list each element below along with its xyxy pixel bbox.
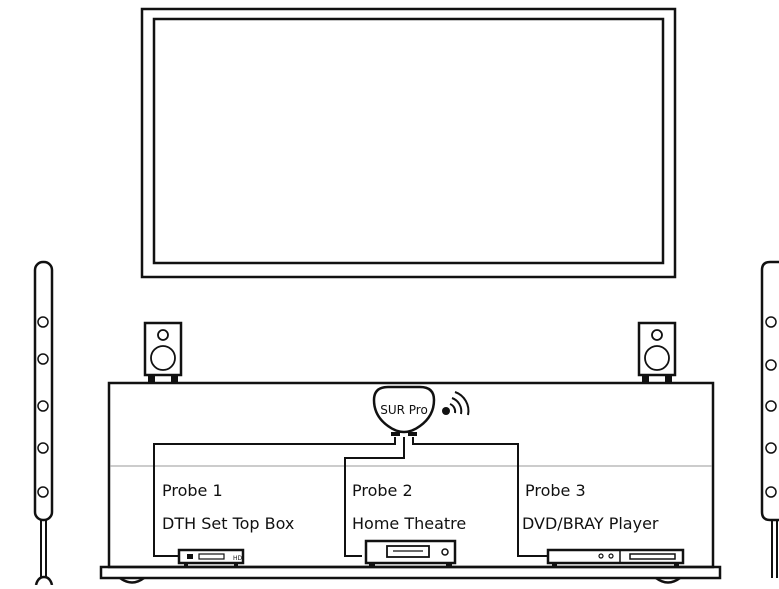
right-tower-driver <box>766 317 776 327</box>
television <box>142 9 675 277</box>
cabinet-base-plate <box>101 567 720 578</box>
right-bookshelf-woofer <box>645 346 669 370</box>
probe-1-device-label: DTH Set Top Box <box>162 516 294 532</box>
right-tower-driver <box>766 401 776 411</box>
dvd-player-disc-tray <box>630 554 675 559</box>
right-tower-speaker <box>762 262 779 578</box>
dvd-player-body <box>548 550 683 563</box>
home-theatre-unit <box>366 541 455 567</box>
hub-port <box>391 432 400 436</box>
right-tower-driver <box>766 487 776 497</box>
wifi-dot <box>442 407 450 415</box>
left-tower-base <box>36 577 52 585</box>
right-tower-body <box>762 262 779 520</box>
left-tower-driver <box>38 487 48 497</box>
right-tower-driver <box>766 443 776 453</box>
left-tower-driver <box>38 354 48 364</box>
probe-2-label: Probe 2 <box>352 483 413 499</box>
probe-2-device-label: Home Theatre <box>352 516 466 532</box>
right-bookshelf-foot <box>665 375 672 382</box>
dvd-player-button <box>599 554 603 558</box>
left-tower-speaker <box>35 262 52 585</box>
left-bookshelf-foot <box>171 375 178 382</box>
set-top-box-led <box>187 554 193 559</box>
left-tower-driver <box>38 443 48 453</box>
left-bookshelf-speaker <box>145 323 181 382</box>
left-bookshelf-tweeter <box>158 330 168 340</box>
left-bookshelf-woofer <box>151 346 175 370</box>
set-top-box-display <box>199 554 224 559</box>
left-tower-driver <box>38 401 48 411</box>
wireless-signal-icon <box>450 392 468 415</box>
probe-3-label: Probe 3 <box>525 483 586 499</box>
tv-screen <box>154 19 663 263</box>
left-tower-driver <box>38 317 48 327</box>
hub-port <box>408 432 417 436</box>
hub-label: SUR Pro <box>380 403 428 417</box>
probe-3-device-label: DVD/BRAY Player <box>522 516 659 532</box>
left-bookshelf-foot <box>148 375 155 382</box>
right-tower-driver <box>766 360 776 370</box>
probe-1-label: Probe 1 <box>162 483 223 499</box>
dvd-bluray-player <box>548 550 683 567</box>
set-top-box-hd-badge: HD <box>233 555 243 562</box>
right-bookshelf-foot <box>642 375 649 382</box>
right-bookshelf-speaker <box>639 323 675 382</box>
home-theatre-knob <box>442 549 448 555</box>
tv-outer-frame <box>142 9 675 277</box>
left-tower-body <box>35 262 52 520</box>
right-bookshelf-tweeter <box>652 330 662 340</box>
dvd-player-button <box>609 554 613 558</box>
